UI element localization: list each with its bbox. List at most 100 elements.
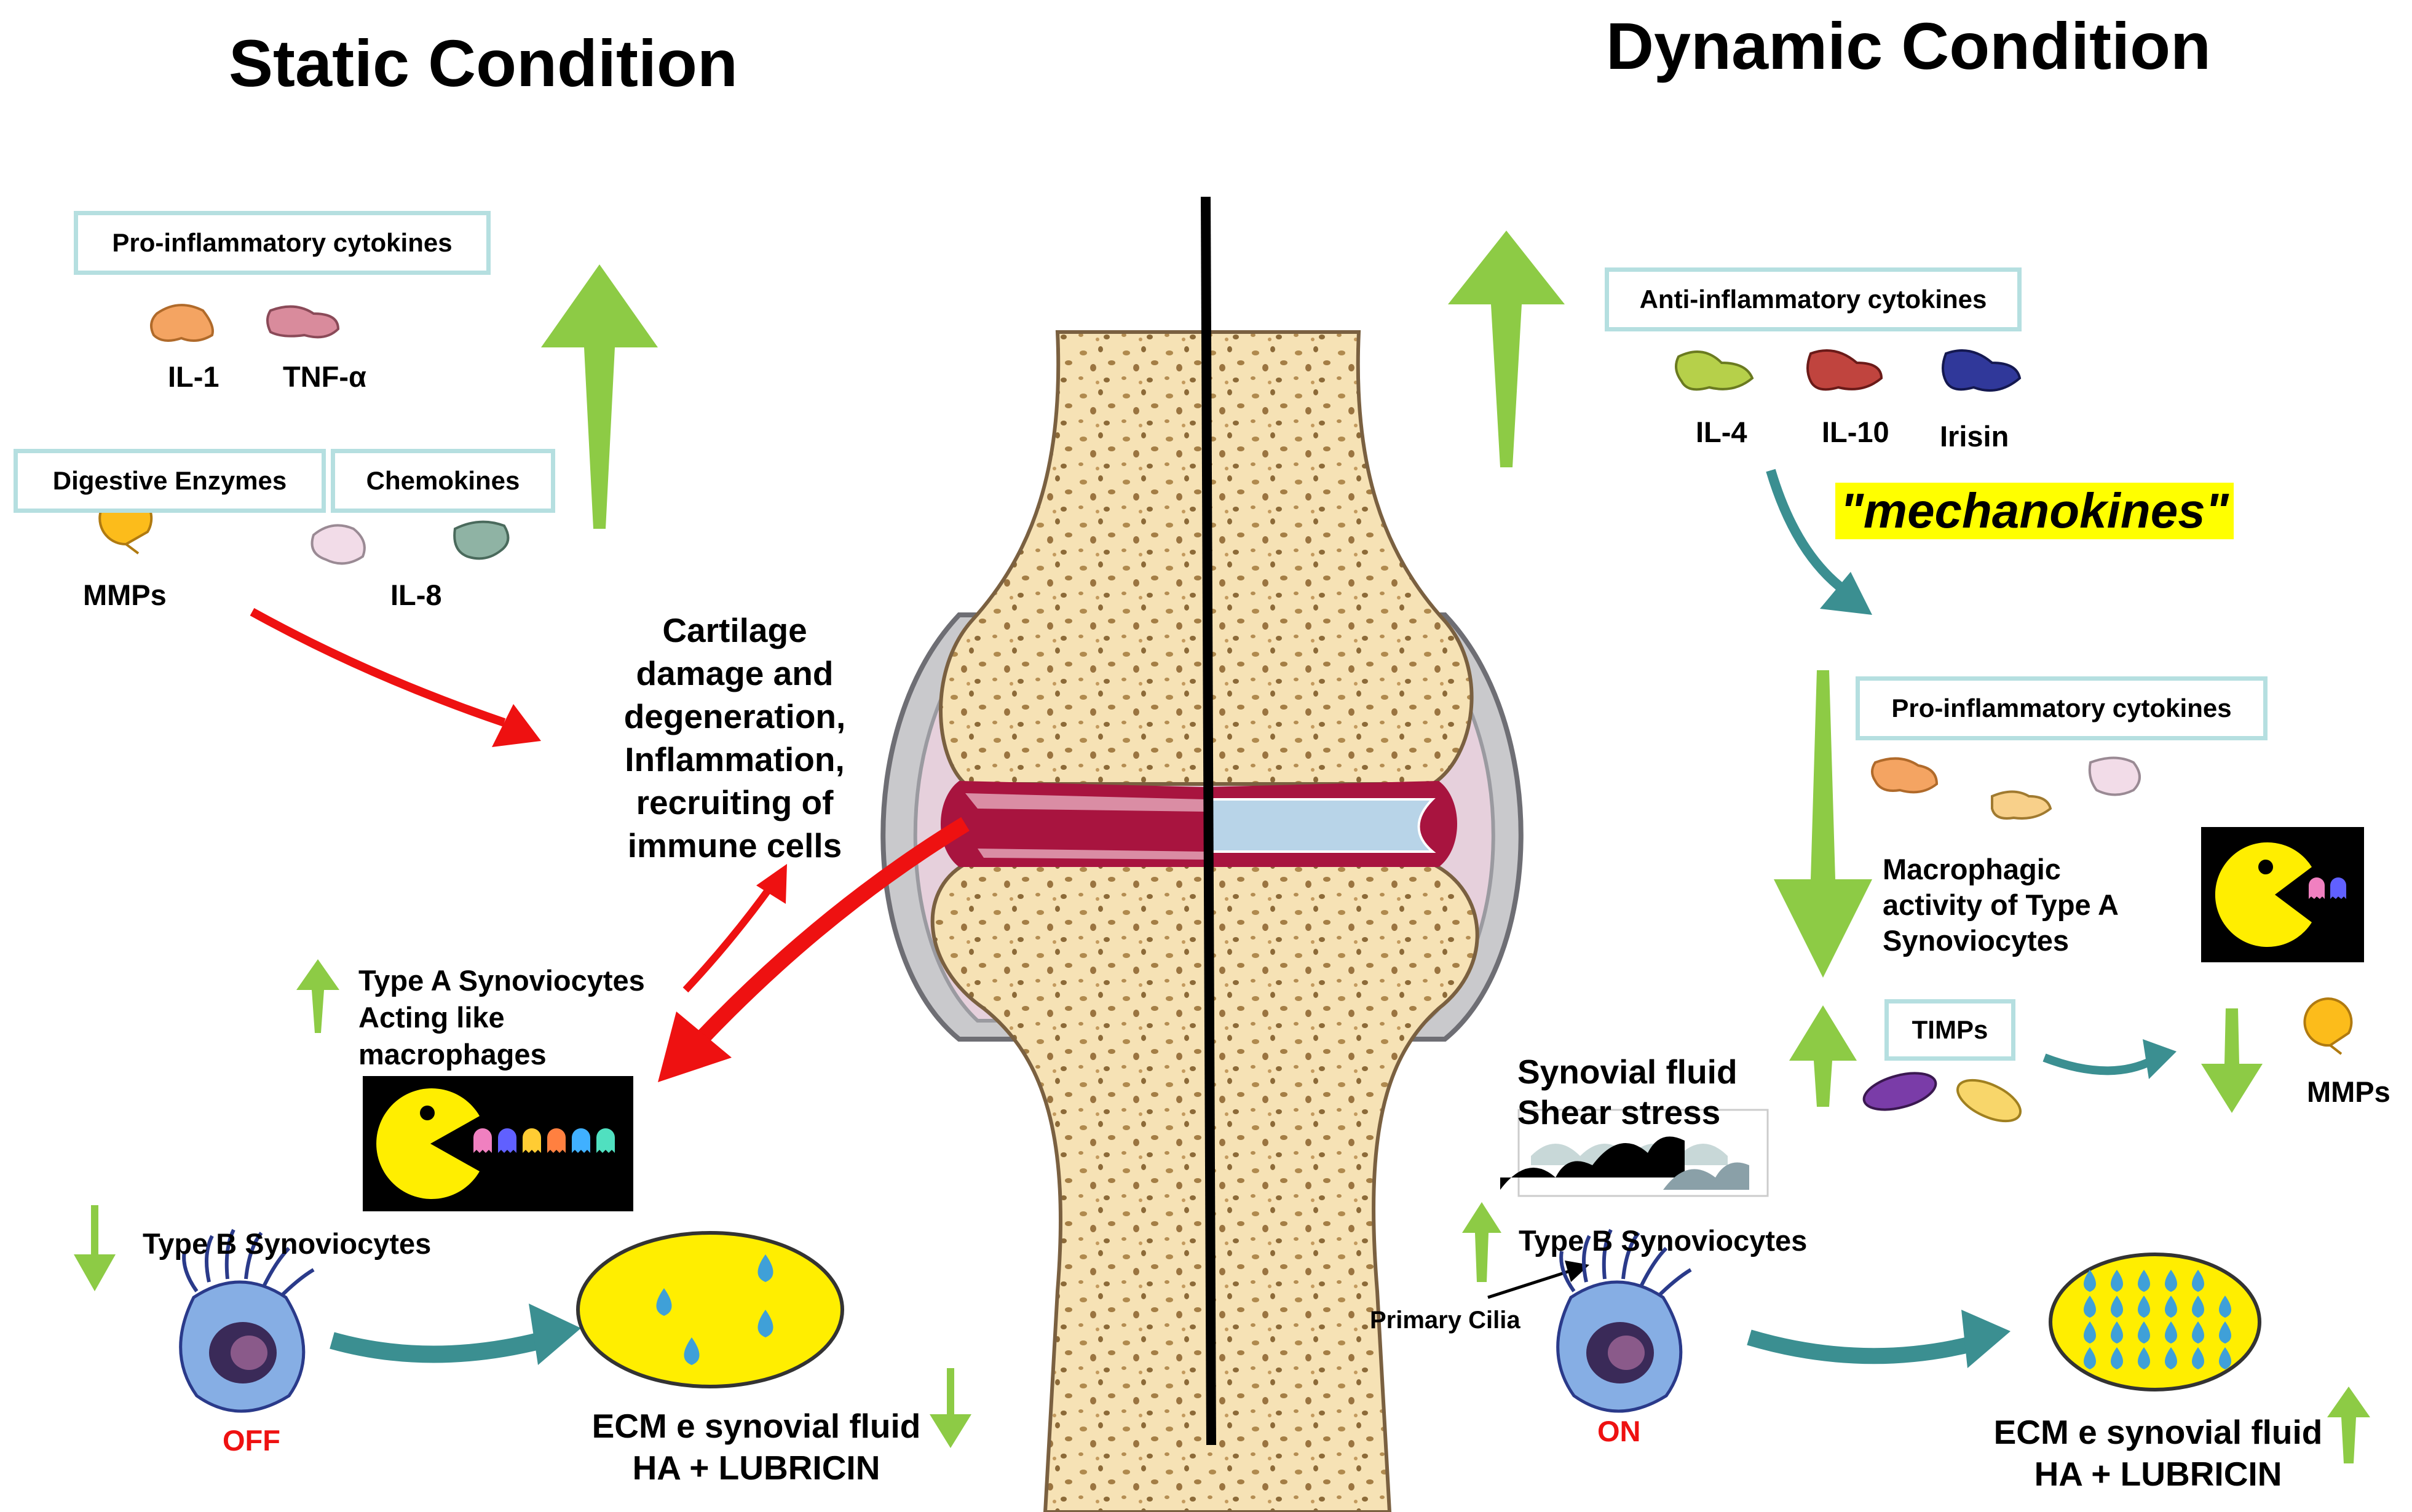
- pacman-panel-right: [2201, 827, 2364, 962]
- ecm-right-line-2: HA + LUBRICIN: [2034, 1455, 2282, 1493]
- red-curved-arrow-icon: [250, 608, 541, 747]
- il4-blob-icon: [1675, 350, 1754, 391]
- synovial-shear-text: Synovial fluid Shear stress: [1517, 1051, 1738, 1133]
- droplet-icon: [2219, 1347, 2231, 1369]
- droplet-icon: [2165, 1296, 2177, 1318]
- timp-blob-icon: [1956, 1079, 2022, 1123]
- type-b-synoviocytes-label-left: Type B Synoviocytes: [143, 1227, 432, 1260]
- synoviocyte-cell-icon: [1556, 1229, 1692, 1413]
- droplet-icon: [2165, 1347, 2177, 1369]
- synoviocyte-cell-icon: [179, 1229, 315, 1413]
- mmp-pacman-icon: [2303, 997, 2353, 1055]
- il10-label: IL-10: [1822, 416, 1889, 448]
- anti-inflammatory-box: Anti-inflammatory cytokines: [1605, 267, 2022, 331]
- macro-line-2: activity of Type A: [1883, 889, 2119, 921]
- macro-line-1: Macrophagic: [1883, 853, 2061, 885]
- cartilage-line-3: degeneration,: [623, 697, 846, 735]
- il8-blob-icon: [310, 524, 366, 565]
- droplet-icon: [2084, 1270, 2096, 1292]
- pacman-panel-left: [363, 1076, 633, 1211]
- red-curved-arrow-icon: [658, 817, 970, 1082]
- droplet-icon: [2138, 1296, 2150, 1318]
- teal-curved-arrow-icon: [330, 1304, 581, 1365]
- digestive-enzymes-box: Digestive Enzymes: [14, 449, 326, 513]
- on-label: ON: [1597, 1415, 1641, 1447]
- type-a-line-2: Acting like: [358, 1001, 505, 1034]
- green-down-arrow-icon: [74, 1205, 116, 1291]
- droplet-icon: [2165, 1270, 2177, 1292]
- joint-illustration: [880, 330, 1524, 1512]
- ecm-left-line-1: ECM e synovial fluid: [591, 1407, 921, 1445]
- tnf-blob-icon: [266, 305, 340, 339]
- timps-box: TIMPs: [1884, 999, 2015, 1061]
- droplet-icon: [2192, 1347, 2204, 1369]
- pro-cytokine-blob-icon: [1991, 790, 2052, 820]
- teal-curved-arrow-icon: [1747, 1310, 2011, 1368]
- droplet-icon: [2084, 1296, 2096, 1318]
- green-down-arrow-icon: [2201, 1008, 2263, 1113]
- green-up-arrow-icon: [2327, 1387, 2370, 1463]
- ecm-ellipse-icon: [576, 1231, 844, 1388]
- green-down-arrow-icon: [1774, 670, 1872, 978]
- droplet-icon: [2138, 1270, 2150, 1292]
- droplet-icon: [2219, 1321, 2231, 1344]
- green-down-arrow-icon: [930, 1368, 971, 1448]
- wave-icon: [1500, 1109, 1769, 1197]
- il10-blob-icon: [1806, 349, 1883, 391]
- mechanokines-highlight: "mechanokines": [1835, 483, 2234, 539]
- type-a-synoviocytes-text: Type A Synoviocytes Acting like macropha…: [358, 962, 645, 1073]
- teal-curved-arrow-icon: [2042, 1039, 2177, 1079]
- green-up-arrow-icon: [1789, 1005, 1857, 1107]
- il4-label: IL-4: [1696, 416, 1747, 448]
- teal-curved-arrow-icon: [1766, 469, 1872, 615]
- cartilage-line-5: recruiting of: [636, 783, 834, 821]
- il1-label: IL-1: [168, 360, 219, 393]
- cartilage-line-4: Inflammation,: [625, 740, 845, 778]
- timp-blob-icon: [1862, 1072, 1937, 1111]
- il1-blob-icon: [150, 304, 214, 342]
- cartilage-line-6: immune cells: [627, 826, 842, 865]
- shear-line-2: Shear stress: [1517, 1093, 1721, 1131]
- green-up-arrow-icon: [1448, 231, 1565, 467]
- mmps-label-right: MMPs: [2307, 1075, 2390, 1108]
- primary-cilia-label: Primary Cilia: [1370, 1307, 1520, 1334]
- type-b-synoviocytes-label-right: Type B Synoviocytes: [1519, 1224, 1808, 1257]
- dynamic-condition-title: Dynamic Condition: [1606, 9, 2212, 83]
- droplet-icon: [2138, 1347, 2150, 1369]
- type-a-line-1: Type A Synoviocytes: [358, 964, 645, 997]
- irisin-label: Irisin: [1940, 420, 2009, 453]
- off-label: OFF: [223, 1424, 280, 1457]
- droplet-icon: [2138, 1321, 2150, 1344]
- mmps-label: MMPs: [83, 579, 167, 611]
- droplet-icon: [2192, 1321, 2204, 1344]
- type-a-line-3: macrophages: [358, 1038, 547, 1071]
- droplet-icon: [2165, 1321, 2177, 1344]
- ecm-right-line-1: ECM e synovial fluid: [1993, 1413, 2323, 1451]
- green-up-arrow-icon: [1462, 1202, 1501, 1282]
- droplet-icon: [2084, 1347, 2096, 1369]
- droplet-icon: [2111, 1347, 2123, 1369]
- pro-cytokine-blob-icon: [2088, 756, 2141, 796]
- cartilage-line-2: damage and: [636, 654, 834, 692]
- chemokines-box: Chemokines: [331, 449, 555, 513]
- green-up-arrow-icon: [541, 264, 658, 529]
- primary-cilia-pointer: [1487, 1261, 1589, 1299]
- pro-cytokine-blob-icon: [1871, 757, 1939, 794]
- il8-label: IL-8: [390, 579, 442, 611]
- droplet-icon: [2084, 1321, 2096, 1344]
- droplet-icon: [2192, 1270, 2204, 1292]
- droplet-icon: [2111, 1270, 2123, 1292]
- cartilage-line-1: Cartilage: [662, 611, 807, 649]
- chemokine-blob-icon: [453, 520, 510, 560]
- cartilage-damage-text: Cartilage damage and degeneration, Infla…: [590, 609, 879, 867]
- droplet-icon: [2219, 1296, 2231, 1318]
- ecm-left-line-2: HA + LUBRICIN: [632, 1449, 880, 1487]
- red-curved-arrow-icon: [682, 864, 787, 993]
- tnf-alpha-label: TNF-α: [283, 360, 366, 393]
- macrophagic-activity-text: Macrophagic activity of Type A Synoviocy…: [1883, 852, 2119, 959]
- ecm-text-left: ECM e synovial fluid HA + LUBRICIN: [566, 1405, 947, 1489]
- macro-line-3: Synoviocytes: [1883, 924, 2070, 957]
- pro-inflammatory-box-right: Pro-inflammatory cytokines: [1856, 676, 2268, 740]
